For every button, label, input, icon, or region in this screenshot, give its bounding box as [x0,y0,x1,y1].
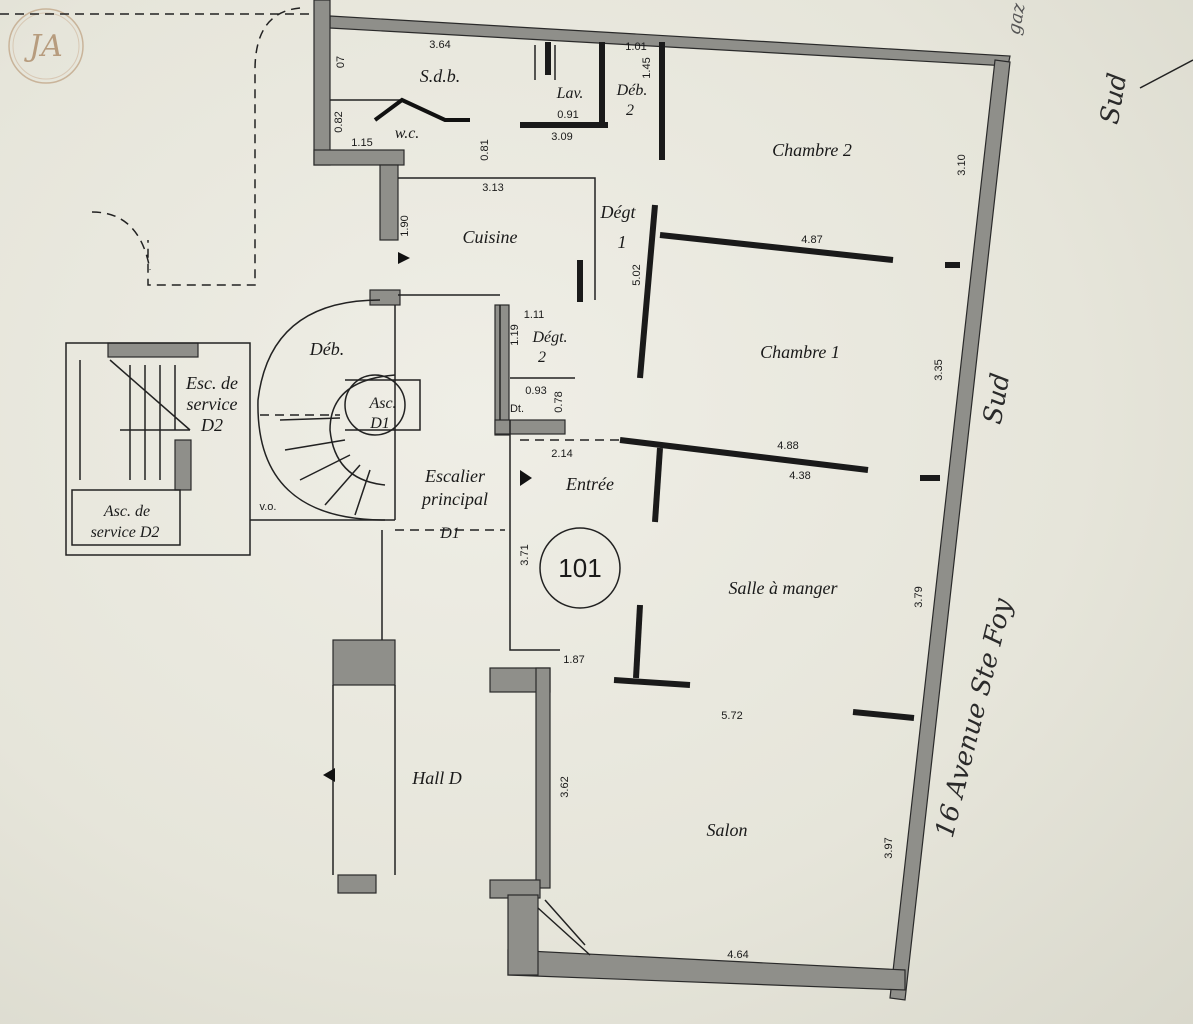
garden-boundary [0,7,320,286]
dim-397: 3.97 [883,837,895,858]
room-degt1-num: 1 [618,232,627,252]
room-escalier-b: principal [420,489,488,509]
room-chambre1: Chambre 1 [760,342,840,362]
partitions [65,45,625,956]
dim-464: 4.64 [727,949,748,961]
dim-438: 4.38 [789,470,810,482]
room-cuisine: Cuisine [462,227,517,247]
dim-488: 4.88 [777,440,798,452]
dim-310: 3.10 [956,154,968,175]
room-d1: D1 [439,525,460,542]
room-asc-service-a: Asc. de [103,503,150,520]
dim-101: 1.01 [625,41,646,53]
dim-187: 1.87 [563,654,584,666]
dim-487: 4.87 [801,234,822,246]
dim-371: 3.71 [519,544,531,565]
hand-gaz: gaz [1003,1,1029,36]
room-deb2: Déb. [616,82,648,99]
dim-081: 0.81 [479,139,491,160]
room-entree: Entrée [565,474,614,494]
dim-502: 5.02 [631,264,643,285]
room-salle-a-manger: Salle à manger [729,578,839,598]
dim-309: 3.09 [551,131,572,143]
room-degt1: Dégt [600,202,637,222]
room-vo: v.o. [260,501,277,513]
north-arrow [1139,59,1193,89]
dim-572: 5.72 [721,710,742,722]
dim-082: 0.82 [333,111,345,132]
room-esc-service-b: service [187,394,238,414]
entry-arrow [520,470,532,486]
room-degt2: Dégt. [531,329,567,346]
room-escalier-a: Escalier [424,466,486,486]
room-wc: w.c. [395,125,420,142]
dim-214: 2.14 [551,448,572,460]
kitchen-arrow [398,252,410,264]
logo-letters: JA [23,29,63,64]
room-asc-d1-b: D1 [369,415,390,432]
room-hall-d: Hall D [411,768,462,788]
room-lav: Lav. [556,85,584,102]
apartment-number-circle [539,527,621,609]
room-asc-service-b: service D2 [91,524,160,541]
room-deb2-num: 2 [626,102,634,119]
apartment-number: 101 [558,553,601,583]
dim-362: 3.62 [559,776,571,797]
dim-364: 3.64 [429,39,450,51]
room-salon: Salon [706,820,747,840]
dim-379: 3.79 [913,586,925,607]
room-da: Dt. [510,403,524,415]
room-sdb: S.d.b. [420,66,461,86]
room-esc-service-c: D2 [200,415,223,435]
dim-190: 1.90 [399,215,411,236]
dim-091: 0.91 [557,109,578,121]
dim-145: 1.45 [641,57,653,78]
hall-arrow [323,768,335,782]
hand-sud-right: Sud [978,371,1016,427]
room-labels: S.d.b. Lav. Déb. 2 w.c. Chambre 2 Cuisin… [91,66,852,840]
room-chambre2: Chambre 2 [772,140,852,160]
dimension-labels: 3.64 07 1.01 1.45 0.91 3.09 0.82 1.15 0.… [333,39,968,961]
dim-07: 07 [335,56,347,68]
dim-119: 1.19 [509,324,521,345]
room-esc-service-a: Esc. de [185,373,238,393]
partition-bars [520,42,960,721]
room-asc-d1-a: Asc. [368,395,396,412]
walls [107,0,1011,1001]
dim-078: 0.78 [553,391,565,412]
dim-093: 0.93 [525,385,546,397]
hand-sud-top: Sud [1095,71,1133,127]
dim-115: 1.15 [351,137,372,149]
watermark-logo: JA [8,8,84,84]
room-deb: Déb. [309,339,345,359]
dim-313: 3.13 [482,182,503,194]
room-degt2-num: 2 [538,349,546,366]
dim-335: 3.35 [933,359,945,380]
dim-111: 1.11 [524,309,545,321]
